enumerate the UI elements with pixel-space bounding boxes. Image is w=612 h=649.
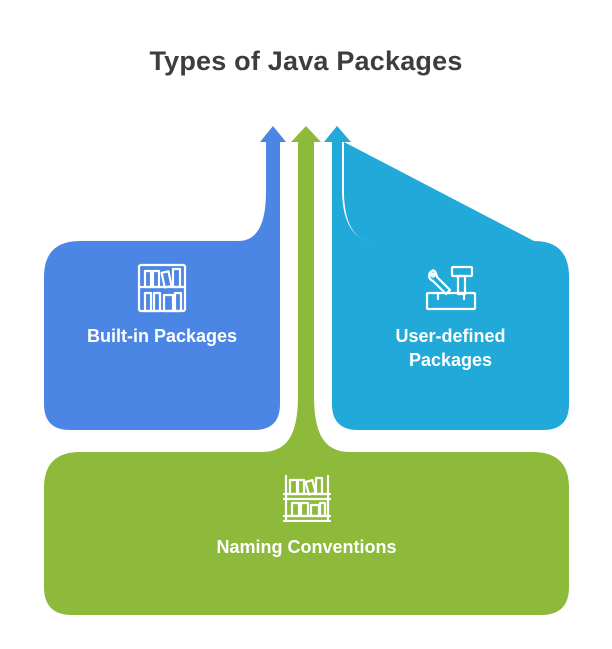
user-defined-label: User-defined Packages <box>395 326 506 370</box>
built-in-block <box>44 126 286 430</box>
naming-conventions-block <box>44 126 569 615</box>
bookshelf-icon <box>137 263 187 313</box>
toolbox-icon <box>425 265 477 311</box>
built-in-label: Built-in Packages <box>86 326 238 346</box>
user-defined-block-main <box>324 126 569 430</box>
diagram-title: Types of Java Packages <box>149 46 463 76</box>
naming-conventions-label: Naming Conventions <box>216 537 397 557</box>
shelf-icon <box>282 474 332 522</box>
user-defined-block <box>329 126 534 241</box>
